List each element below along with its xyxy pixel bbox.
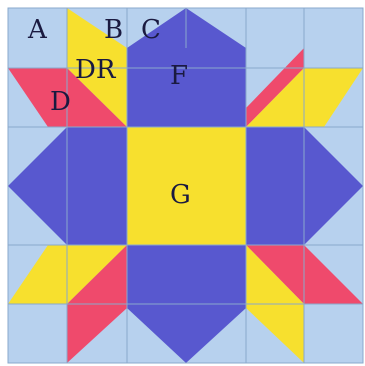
label-dr: DR [75,55,117,85]
label-b: B [104,15,123,45]
label-d: D [50,87,71,117]
label-g: G [170,180,191,210]
label-a: A [27,15,48,45]
label-c: C [141,15,161,45]
label-f: F [170,61,188,91]
